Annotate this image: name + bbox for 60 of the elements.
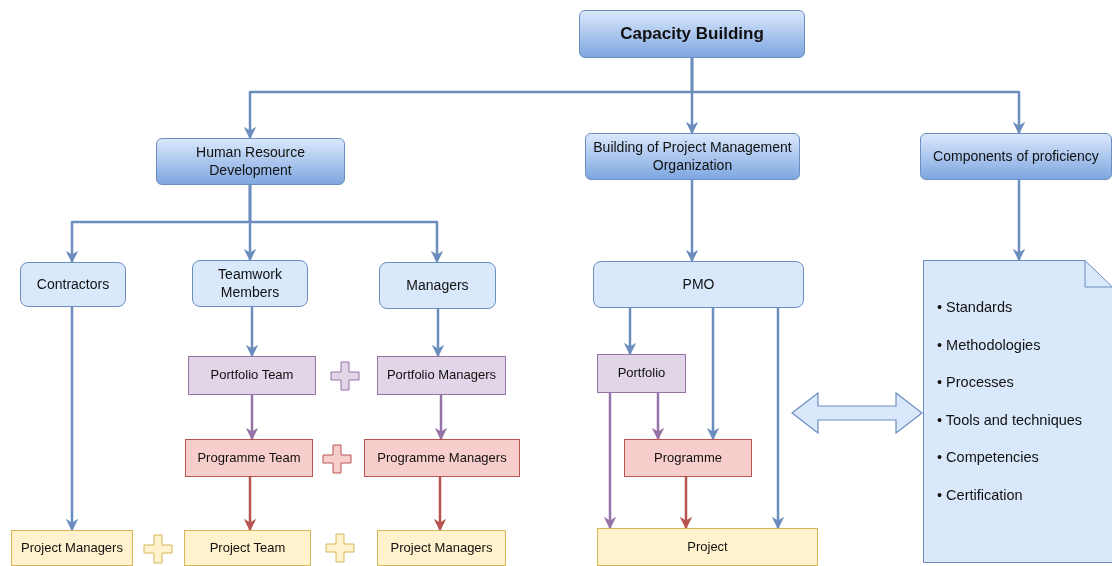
node-label: Portfolio Team (210, 367, 294, 384)
node-label: Programme Managers (377, 449, 507, 467)
arrow (65, 307, 79, 532)
list-item: • Competencies (937, 448, 1040, 466)
process-box (920, 133, 1112, 180)
arrow (243, 477, 257, 532)
process-box (185, 439, 313, 477)
node-label: Contractors (36, 275, 110, 294)
list-item: • Methodologies (937, 335, 1042, 354)
arrow (685, 180, 699, 263)
list-item: • Processes (937, 373, 1015, 391)
node-label: Components of proficiency (933, 147, 1099, 166)
process-box (579, 10, 805, 58)
node-label: Project Managers (21, 539, 123, 557)
process-box (379, 262, 496, 309)
process-box (364, 439, 520, 477)
process-box (593, 261, 804, 308)
process-box (377, 530, 506, 566)
process-box (585, 133, 800, 180)
process-box (184, 530, 311, 566)
process-box (624, 439, 752, 477)
double-arrow (791, 391, 923, 435)
process-box (11, 530, 133, 566)
node-label: Project (687, 538, 728, 556)
arrow (623, 308, 637, 356)
process-box (377, 356, 506, 395)
arrow (248, 185, 444, 264)
arrow (679, 477, 693, 530)
node-label: Project Managers (390, 539, 493, 557)
node-label: Programme Team (197, 449, 301, 467)
arrow (1012, 180, 1026, 262)
arrow (433, 477, 447, 532)
list-item: • Tools and techniques (937, 410, 1083, 429)
process-box (188, 356, 316, 395)
arrow (603, 393, 617, 530)
arrow (245, 395, 259, 441)
arrow (434, 395, 448, 441)
node-label: Teamwork Members (217, 266, 283, 301)
node-label: Portfolio Managers (386, 367, 497, 384)
arrow (245, 307, 259, 358)
node-label: Project Team (209, 539, 286, 557)
process-box (192, 260, 308, 307)
process-box (597, 528, 818, 566)
node-label: Portfolio (617, 365, 666, 382)
arrow (431, 309, 445, 358)
list-item: • Standards (937, 298, 1014, 316)
node-label: Programme (654, 449, 722, 467)
node-label: Building of Project Management Organization (592, 139, 793, 174)
process-box (20, 262, 126, 307)
process-box (156, 138, 345, 185)
arrow (706, 308, 720, 441)
node-label: Managers (406, 276, 469, 295)
arrow (771, 308, 785, 530)
node-label: PMO (682, 275, 715, 294)
arrow (690, 58, 1026, 135)
arrow (651, 393, 665, 441)
list-item: • Certification (937, 485, 1024, 504)
process-box (597, 354, 686, 393)
node-label: Capacity Building (620, 23, 764, 45)
node-label: Human Resource Development (195, 144, 306, 179)
